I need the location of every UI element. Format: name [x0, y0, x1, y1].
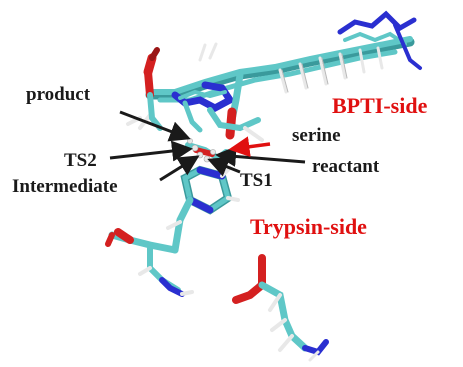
label-intermediate: Intermediate: [12, 176, 118, 197]
lower-left-residue: [105, 228, 194, 297]
label-serine: serine: [292, 125, 341, 146]
histidine-ring: [166, 165, 240, 254]
label-reactant: reactant: [312, 156, 380, 177]
label-trypsin-side: Trypsin-side: [250, 214, 367, 239]
lower-right-residue: [232, 254, 329, 362]
labels: product TS2 Intermediate TS1 BPTI-side s…: [12, 84, 428, 239]
label-bpti-side: BPTI-side: [332, 93, 428, 118]
label-ts2: TS2: [64, 150, 97, 171]
arrow-reactant: [215, 145, 306, 167]
label-arrows: [109, 110, 306, 182]
arrow-intermediate: [159, 155, 200, 182]
label-product: product: [26, 84, 91, 105]
bpti-backbone: [126, 10, 422, 142]
arrow-ts2: [109, 140, 193, 162]
arrow-serine: [228, 136, 271, 158]
label-ts1: TS1: [240, 170, 273, 191]
arrow-product: [119, 110, 191, 142]
